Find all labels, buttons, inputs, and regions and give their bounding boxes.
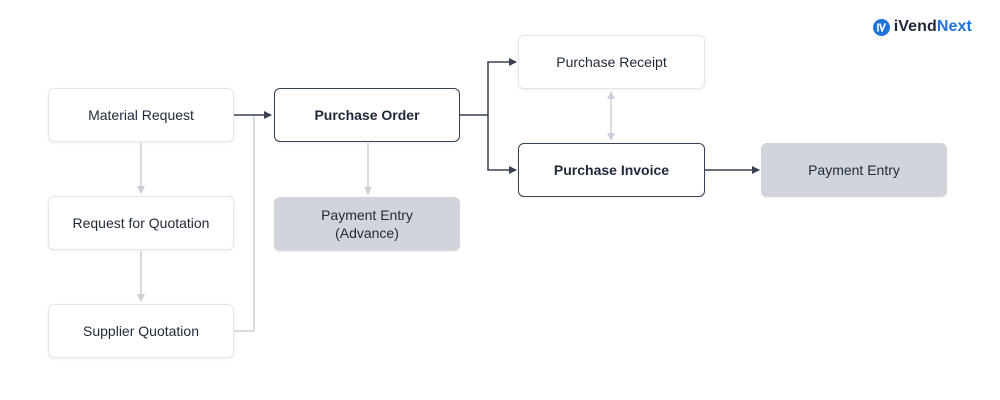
node-label: Supplier Quotation <box>83 323 199 339</box>
node-label: Request for Quotation <box>72 215 210 231</box>
node-supplier-quotation[interactable]: Supplier Quotation <box>48 304 234 358</box>
brand-logo-icon <box>872 18 890 36</box>
node-label: Purchase Invoice <box>553 162 670 178</box>
node-material-request[interactable]: Material Request <box>48 88 234 142</box>
brand-name: iVendNext <box>894 18 972 36</box>
brand-name-part1: iVend <box>893 18 937 35</box>
brand-logo: iVendNext <box>872 18 972 36</box>
arrow-po-to-receipt <box>460 58 517 116</box>
node-label: Payment Entry <box>808 162 900 178</box>
connector-sq-to-po <box>234 115 255 332</box>
node-request-for-quotation[interactable]: Request for Quotation <box>48 196 234 250</box>
node-payment-entry[interactable]: Payment Entry <box>761 143 947 197</box>
node-purchase-receipt[interactable]: Purchase Receipt <box>518 35 705 89</box>
brand-name-part2: Next <box>936 18 972 35</box>
node-label: Material Request <box>88 107 194 123</box>
node-purchase-invoice[interactable]: Purchase Invoice <box>518 143 705 197</box>
node-label: Purchase Order <box>314 107 420 123</box>
node-purchase-order[interactable]: Purchase Order <box>274 88 460 142</box>
node-payment-entry-advance[interactable]: Payment Entry (Advance) <box>274 197 460 251</box>
arrow-po-to-invoice <box>487 115 517 174</box>
node-label: Purchase Receipt <box>556 54 667 70</box>
node-label: Payment Entry (Advance) <box>321 207 413 241</box>
